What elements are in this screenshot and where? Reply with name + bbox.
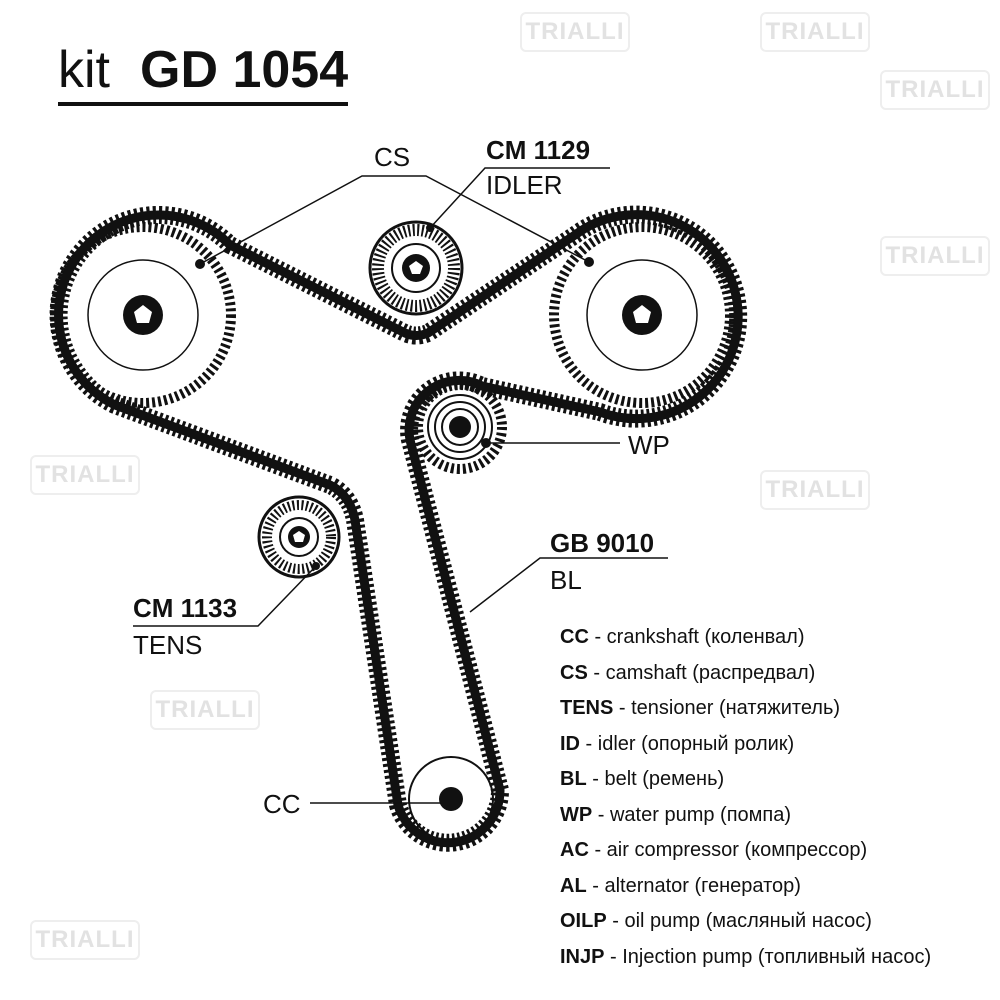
- timing-belt: [49, 205, 748, 852]
- legend-text: - alternator (генератор): [586, 874, 801, 897]
- label-belt-name: BL: [550, 565, 582, 595]
- legend-text: - camshaft (распредвал): [587, 661, 816, 684]
- leader-lines: [133, 167, 668, 804]
- legend: CC - crankshaft (коленвал) CS - camshaft…: [560, 620, 931, 975]
- label-cc: CC: [263, 789, 301, 819]
- legend-abbr: WP: [560, 803, 593, 826]
- legend-abbr: BL: [560, 768, 587, 790]
- label-tens-name: TENS: [133, 630, 203, 660]
- idler-pulley: [368, 220, 464, 316]
- legend-item: AL - alternator (генератор): [560, 869, 931, 905]
- legend-abbr: CC: [560, 626, 589, 648]
- legend-text: - air compressor (компрессор): [588, 839, 868, 861]
- label-idler-code: CM 1129: [486, 135, 591, 165]
- right-camshaft-pulley: [549, 222, 735, 408]
- legend-item: TENS - tensioner (натяжитель): [560, 691, 931, 727]
- label-cs: CS: [374, 142, 411, 172]
- legend-item: ID - idler (опорный ролик): [560, 727, 931, 763]
- legend-abbr: OILP: [560, 910, 607, 932]
- legend-text: - water pump (помпа): [592, 803, 792, 826]
- label-tens-code: CM 1133: [133, 593, 238, 623]
- legend-text: - Injection pump (топливный насос): [604, 945, 932, 968]
- legend-item: CS - camshaft (распредвал): [560, 656, 931, 692]
- legend-text: - crankshaft (коленвал): [588, 626, 805, 648]
- tensioner-pulley: [257, 495, 341, 579]
- legend-abbr: CS: [560, 661, 588, 684]
- legend-abbr: ID: [560, 732, 580, 755]
- water-pump-pulley: [413, 380, 507, 474]
- label-idler-name: IDLER: [486, 170, 563, 200]
- legend-text: - oil pump (масляный насос): [606, 910, 872, 932]
- kit-code: GD 1054: [140, 41, 349, 99]
- legend-abbr: AL: [560, 874, 587, 897]
- legend-abbr: AC: [560, 839, 589, 861]
- label-wp: WP: [628, 430, 670, 460]
- left-camshaft-pulley: [50, 222, 236, 408]
- page-title: kit GD 1054: [58, 40, 349, 106]
- legend-item: OILP - oil pump (масляный насос): [560, 904, 931, 940]
- legend-abbr: INJP: [560, 945, 605, 968]
- legend-item: WP - water pump (помпа): [560, 798, 931, 834]
- legend-item: CC - crankshaft (коленвал): [560, 620, 931, 656]
- label-belt-code: GB 9010: [550, 528, 655, 558]
- legend-text: - belt (ремень): [586, 768, 725, 790]
- legend-item: INJP - Injection pump (топливный насос): [560, 940, 931, 976]
- legend-text: - tensioner (натяжитель): [613, 697, 841, 719]
- legend-abbr: TENS: [560, 697, 614, 719]
- legend-item: AC - air compressor (компрессор): [560, 833, 931, 869]
- title-prefix: kit: [58, 41, 110, 99]
- legend-item: BL - belt (ремень): [560, 762, 931, 798]
- legend-text: - idler (опорный ролик): [580, 732, 795, 755]
